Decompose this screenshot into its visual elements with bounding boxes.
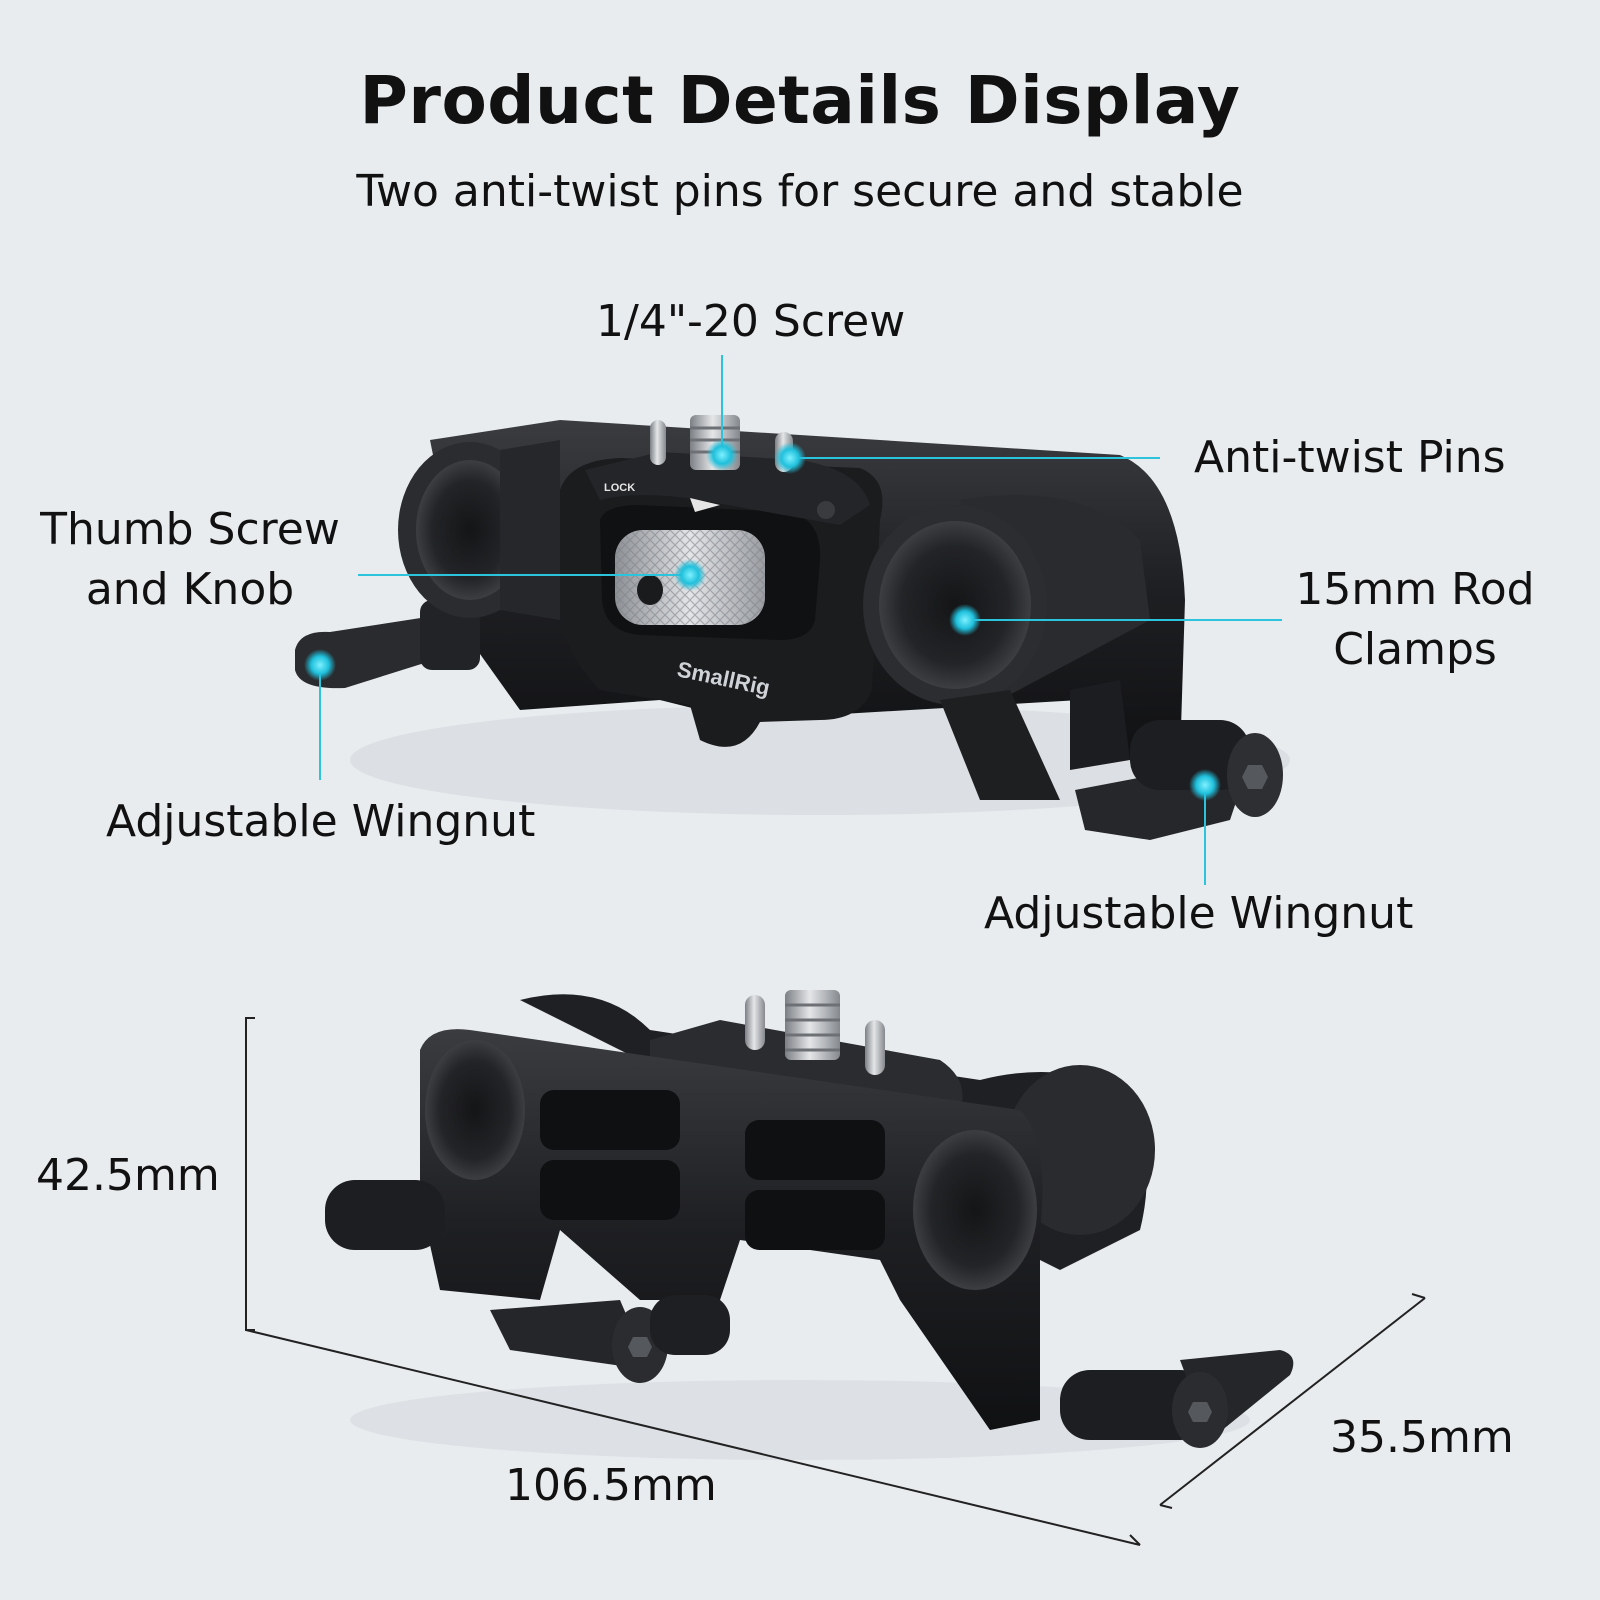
wingnut-right-label: Adjustable Wingnut [984, 888, 1414, 939]
rod-clamps-label-line2: Clamps [1333, 624, 1497, 675]
rod-clamps-label-line1: 15mm Rod [1295, 564, 1535, 615]
bottom-product-view [325, 990, 1294, 1460]
top-product-view: LOCK SmallRig [295, 415, 1290, 840]
rod-dot [949, 604, 981, 636]
length-dimension-line [245, 1329, 1141, 1546]
left-rod-clamp [398, 440, 560, 620]
anti-twist-pins-label: Anti-twist Pins [1194, 432, 1506, 483]
height-dimension-line [245, 1017, 255, 1331]
dimension-lines [245, 1017, 1426, 1546]
pins-dot [774, 442, 806, 474]
thumb-screw-label-line2: and Knob [85, 564, 295, 615]
thumb-dot [674, 559, 706, 591]
page-title: Product Details Display [359, 62, 1241, 139]
screw-dot [706, 439, 738, 471]
height-dimension: 42.5mm [36, 1150, 220, 1201]
callout-dots [304, 439, 1221, 801]
thumb-screw-label-line1: Thumb Screw [40, 504, 340, 555]
wingnut-left-label: Adjustable Wingnut [106, 796, 536, 847]
bottom-left-wingnut [325, 1180, 730, 1383]
thumb-screw-label: Thumb Screw and Knob [40, 500, 340, 620]
wingnut-right-dot [1189, 769, 1221, 801]
page-subtitle: Two anti-twist pins for secure and stabl… [356, 166, 1244, 217]
lock-marking: LOCK [604, 482, 635, 494]
depth-dimension-line [1159, 1297, 1426, 1506]
wingnut-left-dot [304, 649, 336, 681]
depth-dimension: 35.5mm [1330, 1412, 1514, 1463]
screw-label: 1/4"-20 Screw [596, 296, 906, 347]
callout-lines [319, 355, 1282, 885]
bottom-right-wingnut [1060, 1350, 1294, 1448]
rod-clamps-label: 15mm Rod Clamps [1290, 560, 1540, 680]
right-rod-clamp [863, 495, 1150, 800]
length-dimension: 106.5mm [505, 1460, 717, 1511]
